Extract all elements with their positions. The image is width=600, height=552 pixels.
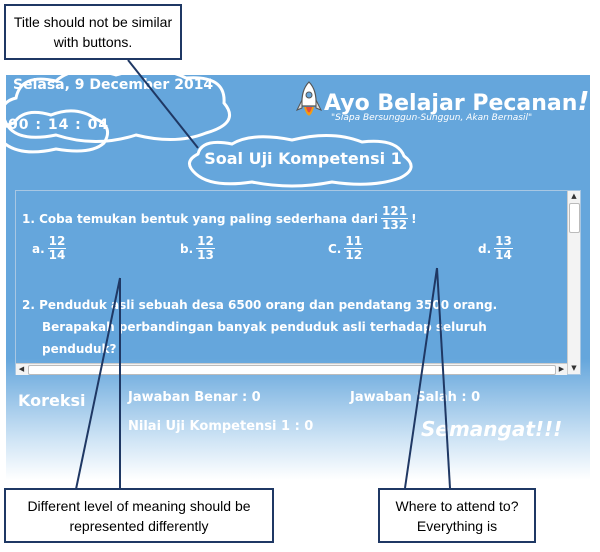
horizontal-scroll-thumb[interactable] (28, 365, 556, 375)
rocket-icon (296, 81, 322, 116)
option-d-fraction: 13 14 (494, 235, 513, 262)
question-1-fraction: 121 132 (381, 204, 409, 232)
scroll-down-icon[interactable]: ▼ (571, 364, 577, 372)
timer-cloud-shape (6, 109, 110, 154)
app-motto: "Siapa Bersunggun-Sunggun, Akan Bernasil… (331, 113, 533, 123)
callout-top: Title should not be similar with buttons… (4, 4, 182, 60)
fraction-numerator: 121 (381, 204, 409, 219)
option-a[interactable]: a. 12 14 (32, 235, 69, 262)
option-b-label: b. (180, 241, 194, 256)
callout-bottom-right: Where to attend to? Everything is (378, 488, 536, 543)
option-c[interactable]: C. 11 12 (328, 235, 366, 262)
option-a-numerator: 12 (47, 234, 67, 249)
fraction-denominator: 132 (382, 218, 408, 232)
option-d-label: d. (478, 241, 492, 256)
app-title-text: Ayo Belajar Pecanan (324, 91, 578, 116)
callout-bottom-left: Different level of meaning should be rep… (4, 488, 274, 543)
option-a-fraction: 12 14 (47, 234, 67, 262)
question-1-prompt: 1. Coba temukan bentuk yang paling seder… (22, 211, 378, 226)
semangat-text: Semangat (421, 417, 535, 441)
question-1-suffix: ! (411, 211, 417, 226)
scroll-up-icon[interactable]: ▲ (571, 192, 577, 200)
app-title: Ayo Belajar Pecanan!!! (324, 87, 590, 117)
option-b-numerator: 12 (196, 234, 215, 249)
semangat-label: Semangat!!! (421, 417, 562, 441)
question-2-line-3: penduduk? (42, 342, 117, 356)
date-cloud-shape (6, 75, 231, 143)
timer-label: 00 : 14 : 04 (8, 117, 110, 133)
option-a-label: a. (32, 241, 45, 256)
option-b-denominator: 13 (197, 248, 214, 262)
option-c-numerator: 11 (344, 234, 364, 249)
app-title-exclaim: !!! (577, 87, 590, 117)
app-screen: Selasa, 9 December 2014 00 : 14 : 04 Ayo… (6, 75, 590, 480)
question-2-line-1: 2. Penduduk asli sebuah desa 6500 orang … (22, 298, 498, 312)
option-d[interactable]: d. 13 14 (478, 235, 516, 262)
wrong-answers: Jawaban Salah : 0 (350, 390, 481, 405)
option-c-label: C. (328, 241, 342, 256)
option-d-denominator: 14 (495, 248, 512, 262)
question-2: 2. Penduduk asli sebuah desa 6500 orang … (22, 294, 532, 360)
option-b-fraction: 12 13 (196, 235, 215, 262)
option-d-numerator: 13 (494, 234, 513, 249)
date-label: Selasa, 9 December 2014 (13, 77, 214, 93)
scroll-left-icon[interactable]: ◀ (18, 365, 25, 373)
sheet-title: Soal Uji Kompetensi 1 (204, 149, 402, 168)
option-c-denominator: 12 (345, 248, 363, 262)
question-2-line-2: Berapakah perbandingan banyak penduduk a… (42, 320, 487, 334)
koreksi-button[interactable]: Koreksi (18, 391, 86, 410)
question-1: 1. Coba temukan bentuk yang paling seder… (22, 205, 417, 232)
option-b[interactable]: b. 12 13 (180, 235, 218, 262)
scroll-right-icon[interactable]: ▶ (558, 365, 565, 373)
horizontal-scrollbar[interactable]: ◀ ▶ (16, 363, 567, 375)
question-panel[interactable]: 1. Coba temukan bentuk yang paling seder… (15, 190, 581, 375)
option-c-fraction: 11 12 (344, 234, 364, 262)
option-a-denominator: 14 (48, 248, 66, 262)
vertical-scroll-thumb[interactable] (569, 203, 580, 233)
semangat-exclaim: !!! (534, 417, 563, 441)
title-cloud-shape (188, 133, 413, 188)
correct-answers: Jawaban Benar : 0 (128, 390, 261, 405)
competency-score: Nilai Uji Kompetensi 1 : 0 (128, 419, 314, 434)
vertical-scrollbar[interactable]: ▲ ▼ (567, 191, 580, 374)
